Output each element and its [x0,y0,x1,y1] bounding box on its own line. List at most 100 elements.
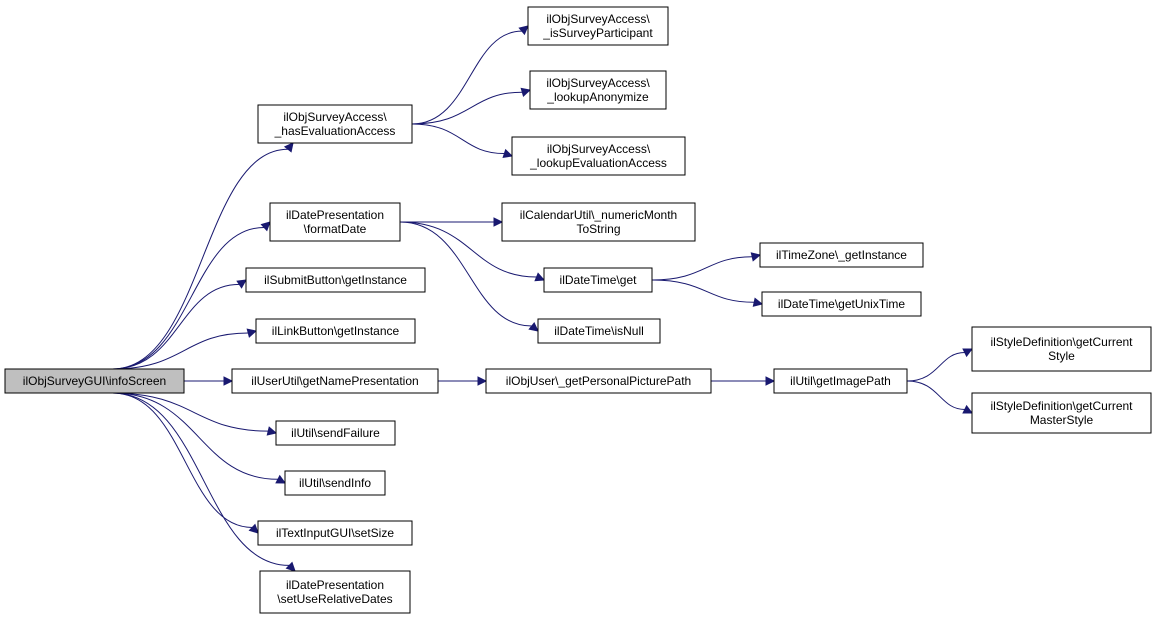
node-label-line: ilUtil\sendInfo [299,476,371,490]
node-hasEval[interactable]: ilObjSurveyAccess\_hasEvaluationAccess [257,104,413,144]
edge-line [651,279,755,303]
node-label-line: Style [1048,349,1075,363]
node-box [255,318,416,344]
node-label-line: ilCalendarUtil\_numericMonth [520,208,677,222]
edge-formatDate-dtGet [399,221,546,282]
arrowhead-icon [534,272,546,282]
node-box [4,368,185,394]
edge-namePres-picPath [438,376,488,386]
arrowhead-icon [518,25,529,36]
node-tzInst[interactable]: ilTimeZone\_getInstance [759,242,924,268]
edge-imgPath-curStyle [906,348,974,382]
node-box [259,570,411,614]
node-box [501,202,696,242]
node-label-line: ilObjSurveyAccess\ [283,110,387,124]
edge-root-hasEval [112,142,294,370]
edge-formatDate-isNull [399,221,539,332]
node-label-line: ilObjSurveyAccess\ [546,76,650,90]
node-lookupEval[interactable]: ilObjSurveyAccess\_lookupEvaluationAcces… [511,136,686,176]
arrowhead-icon [765,376,776,386]
node-label-line: ilDateTime\get [560,273,638,287]
node-lookupAnon[interactable]: ilObjSurveyAccess\_lookupAnonymize [529,70,667,110]
edge-line [651,256,753,281]
node-label-line: ilDateTime\getUnixTime [778,297,905,311]
edge-line [112,392,290,566]
arrowhead-icon [236,279,247,289]
node-imgPath[interactable]: ilUtil\getImagePath [773,368,908,394]
node-label-line: ilUserUtil\getNamePresentation [251,374,418,388]
node-box [971,326,1152,372]
node-label-line: ilDatePresentation [286,578,384,592]
arrowhead-icon [246,328,258,338]
edge-root-relDates [112,392,296,572]
node-label-line: \setUseRelativeDates [277,592,392,606]
arrowhead-icon [266,426,278,436]
node-label-line: ilLinkButton\getInstance [272,324,400,338]
node-label-line: ilUtil\sendFailure [291,426,380,440]
node-box [527,6,669,46]
arrowhead-icon [752,297,764,307]
arrowhead-icon [962,404,974,414]
arrowhead-icon [962,348,974,358]
edge-root-namePres [184,376,234,386]
node-setSize[interactable]: ilTextInputGUI\setSize [257,520,413,546]
node-label-line: MasterStyle [1030,413,1094,427]
node-label-line: _hasEvaluationAccess [274,124,396,138]
edge-hasEval-isPart [411,25,529,125]
edge-line [411,123,505,155]
node-box [511,136,686,176]
node-unixTime[interactable]: ilDateTime\getUnixTime [761,291,922,317]
node-box [759,242,924,268]
node-box [529,70,667,110]
edge-root-formatDate [112,221,271,370]
node-relDates[interactable]: ilDatePresentation\setUseRelativeDates [259,570,411,614]
node-label-line: ilSubmitButton\getInstance [264,273,407,287]
node-submitBtn[interactable]: ilSubmitButton\getInstance [245,267,426,293]
node-root[interactable]: ilObjSurveyGUI\infoScreen [4,368,185,394]
edge-line [112,392,278,480]
arrowhead-icon [285,561,296,572]
node-namePres[interactable]: ilUserUtil\getNamePresentation [231,368,439,394]
edge-line [411,91,523,125]
edge-line [112,226,265,370]
arrowhead-icon [477,376,488,386]
node-box [275,420,396,446]
edge-root-submitBtn [112,279,247,370]
node-sendInfo[interactable]: ilUtil\sendInfo [284,470,386,496]
node-label-line: ilDateTime\isNull [554,324,644,338]
edge-imgPath-curMaster [906,380,974,414]
node-label-line: ToString [576,222,620,236]
node-linkBtn[interactable]: ilLinkButton\getInstance [255,318,416,344]
node-box [269,202,401,242]
node-box [485,368,712,394]
edge-line [399,221,537,278]
arrowhead-icon [520,87,532,97]
node-label-line: _lookupAnonymize [546,90,649,104]
node-box [773,368,908,394]
node-isNull[interactable]: ilDateTime\isNull [537,318,661,344]
arrowhead-icon [248,523,259,534]
node-isPart[interactable]: ilObjSurveyAccess\_isSurveyParticipant [527,6,669,46]
node-box [971,392,1152,434]
node-box [257,104,413,144]
node-box [231,368,439,394]
edge-root-linkBtn [112,328,258,370]
node-sendFail[interactable]: ilUtil\sendFailure [275,420,396,446]
node-picPath[interactable]: ilObjUser\_getPersonalPicturePath [485,368,712,394]
edges-layer [112,25,974,572]
node-box [257,520,413,546]
edge-line [112,392,269,432]
edge-root-setSize [112,392,259,534]
edge-formatDate-numMonth [400,217,504,227]
node-formatDate[interactable]: ilDatePresentation\formatDate [269,202,401,242]
node-label-line: ilUtil\getImagePath [790,374,891,388]
node-dtGet[interactable]: ilDateTime\get [543,267,653,293]
node-label-line: ilDatePresentation [286,208,384,222]
node-box [543,267,653,293]
node-label-line: \formatDate [304,222,367,236]
edge-dtGet-tzInst [651,252,762,281]
arrowhead-icon [528,321,539,332]
